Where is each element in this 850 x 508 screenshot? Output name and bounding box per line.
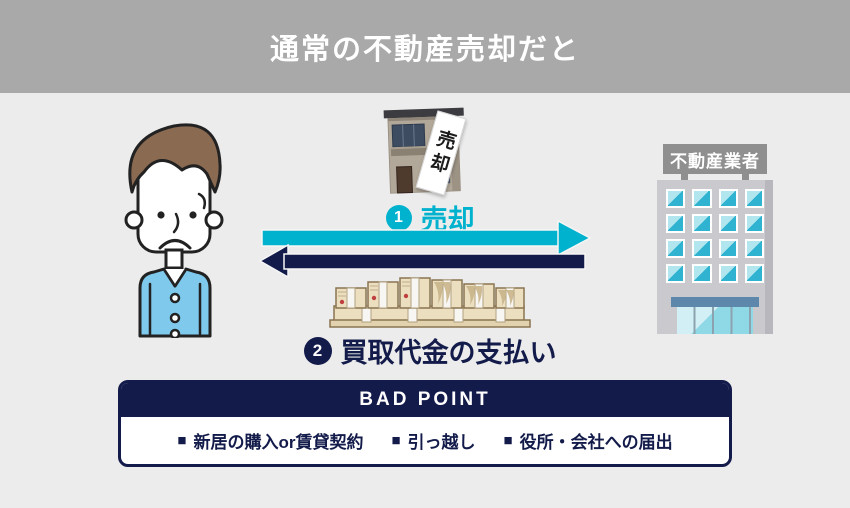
step2-number-badge: 2 — [303, 336, 332, 365]
bad-point-header: BAD POINT — [121, 383, 729, 417]
window — [692, 214, 712, 233]
step1-number-badge: 1 — [385, 204, 412, 231]
window — [666, 214, 686, 233]
entrance-awning — [671, 297, 759, 307]
agent-building-illustration: 不動産業者 — [657, 144, 773, 334]
window — [744, 264, 764, 283]
bad-point-item: ■ 役所・会社への届出 — [504, 428, 673, 453]
left-arrow-payment — [258, 243, 586, 279]
entrance-glass-doors — [677, 307, 753, 334]
building-body — [657, 180, 773, 334]
window — [666, 189, 686, 208]
window — [718, 189, 738, 208]
window — [718, 214, 738, 233]
agent-sign: 不動産業者 — [663, 144, 767, 174]
building-windows — [666, 189, 764, 283]
window — [692, 239, 712, 258]
bad-point-item: ■ 引っ越し — [391, 428, 475, 453]
window — [718, 239, 738, 258]
bad-point-item-label: 新居の購入or賃貸契約 — [193, 433, 364, 452]
window — [718, 264, 738, 283]
square-bullet-icon: ■ — [177, 432, 187, 449]
bad-point-box: BAD POINT ■ 新居の購入or賃貸契約 ■ 引っ越し ■ 役所・会社への… — [118, 380, 732, 467]
window — [666, 239, 686, 258]
money-stacks-illustration — [329, 277, 531, 328]
header-bar: 通常の不動産売却だと — [0, 0, 850, 93]
bad-point-item-label: 役所・会社への届出 — [519, 433, 673, 452]
sign-leg — [681, 174, 688, 181]
window — [744, 239, 764, 258]
right-arrow-sell — [261, 219, 592, 257]
sign-leg — [742, 174, 749, 181]
exchange-arrows — [258, 219, 592, 279]
seller-person-illustration — [124, 123, 224, 338]
door-mullions — [677, 307, 753, 334]
square-bullet-icon: ■ — [391, 432, 401, 449]
bad-point-items: ■ 新居の購入or賃貸契約 ■ 引っ越し ■ 役所・会社への届出 — [121, 417, 729, 464]
square-bullet-icon: ■ — [503, 432, 513, 449]
window — [666, 264, 686, 283]
window — [744, 189, 764, 208]
window — [692, 264, 712, 283]
page-title: 通常の不動産売却だと — [269, 33, 580, 66]
step2-label: 2 買取代金の支払い — [260, 331, 600, 370]
bad-point-item: ■ 新居の購入or賃貸契約 — [177, 428, 363, 453]
window — [744, 214, 764, 233]
bad-point-item-label: 引っ越し — [407, 433, 476, 452]
window — [692, 189, 712, 208]
step2-text: 買取代金の支払い — [340, 338, 557, 368]
